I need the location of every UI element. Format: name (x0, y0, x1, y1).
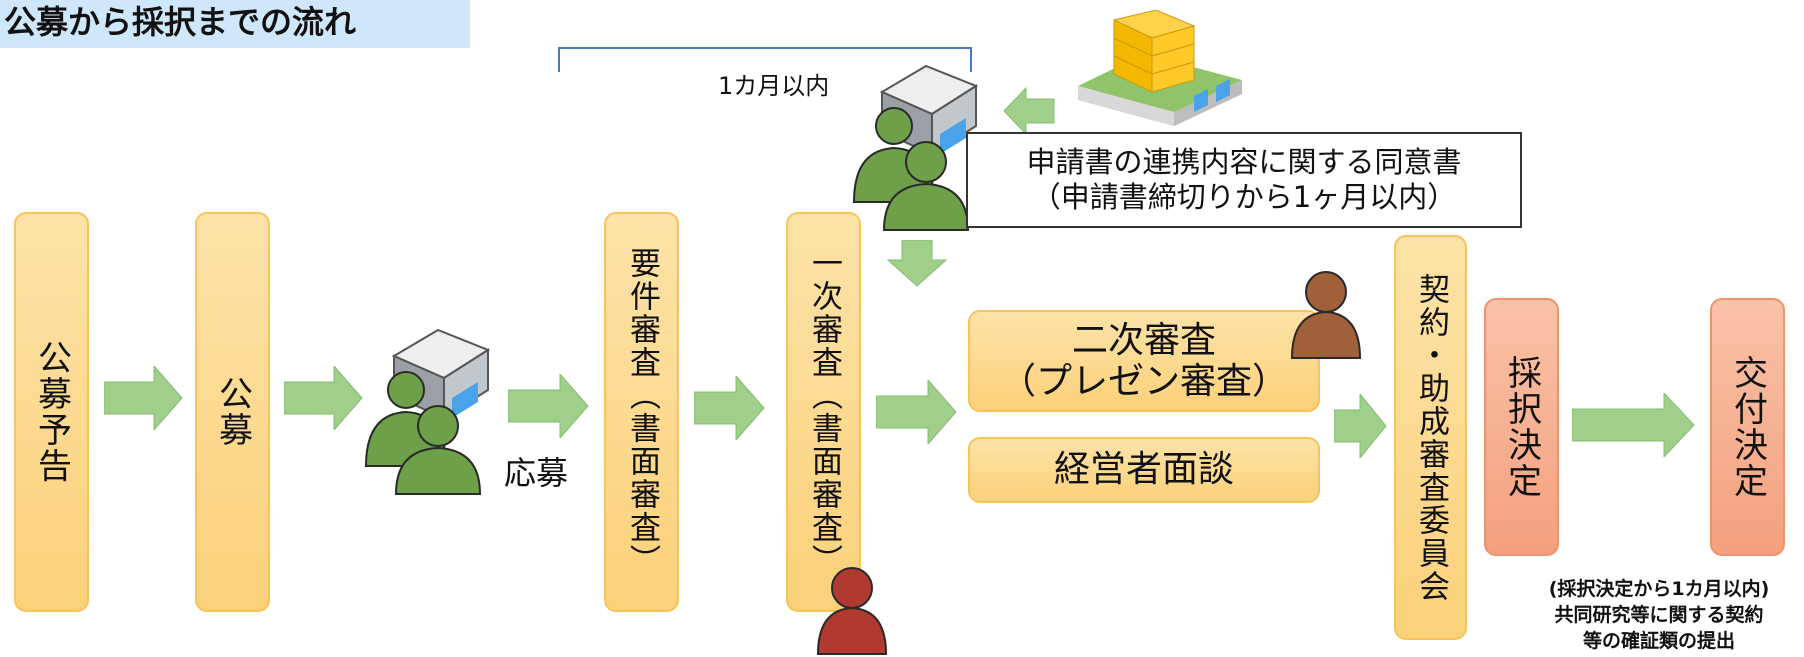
arrow-5 (876, 380, 957, 444)
arrow-7 (1572, 393, 1695, 457)
step-committee-label: 契約・助成審査委員会 (1413, 272, 1449, 603)
step-second: 二次審査 （プレゼン審査） (968, 310, 1320, 412)
arrow-2 (284, 366, 363, 430)
reviewer-person-icon (1290, 271, 1362, 359)
step-interview-label: 経営者面談 (1053, 449, 1234, 491)
step-grant-label: 交付決定 (1727, 355, 1768, 499)
company-person-icon (364, 328, 491, 495)
factory-building-icon (1078, 10, 1242, 126)
note-line1: (採択決定から1カ月以内) (1548, 578, 1770, 600)
time-bracket (558, 47, 972, 72)
step-interview: 経営者面談 (968, 437, 1320, 503)
callout-line2: （申請書締切りから1ヶ月以内） (1031, 180, 1457, 214)
note-line3: 等の確証類の提出 (1582, 630, 1735, 652)
step-second-line2: （プレゼン審査） (999, 361, 1288, 402)
step-requirements-label: 要件審査（書面審査） (624, 247, 660, 577)
arrow-4 (694, 376, 765, 440)
contract-note: (採択決定から1カ月以内) 共同研究等に関する契約 等の確証類の提出 (1514, 576, 1804, 654)
arrow-down (886, 240, 948, 287)
step-requirements: 要件審査（書面審査） (604, 212, 679, 612)
step-second-line1: 二次審査 (1071, 319, 1216, 361)
step-announce: 公募予告 (14, 212, 89, 612)
step-committee: 契約・助成審査委員会 (1394, 235, 1467, 640)
arrow-3 (508, 374, 589, 438)
step-first-label: 一次審査（書面審査） (806, 247, 842, 577)
step-adopt: 採択決定 (1484, 298, 1559, 556)
callout-line1: 申請書の連携内容に関する同意書 (1026, 145, 1462, 180)
step-first: 一次審査（書面審査） (786, 212, 861, 612)
step-adopt-label: 採択決定 (1501, 355, 1542, 499)
arrow-left (1004, 86, 1055, 136)
step-grant: 交付決定 (1710, 298, 1785, 556)
reviewer-person-icon (816, 567, 888, 655)
bracket-label: 1カ月以内 (718, 72, 830, 100)
office-building-icon (852, 64, 979, 231)
note-line2: 共同研究等に関する契約 (1554, 604, 1764, 626)
step-public: 公募 (195, 212, 270, 612)
arrow-1 (104, 366, 183, 430)
consent-callout: 申請書の連携内容に関する同意書 （申請書締切りから1ヶ月以内） (966, 132, 1522, 228)
page-title: 公募から採択までの流れ (0, 0, 470, 48)
step-announce-label: 公募予告 (31, 340, 72, 484)
step-public-label: 公募 (212, 376, 253, 448)
arrow-6 (1334, 394, 1387, 458)
apply-label: 応募 (504, 454, 569, 492)
